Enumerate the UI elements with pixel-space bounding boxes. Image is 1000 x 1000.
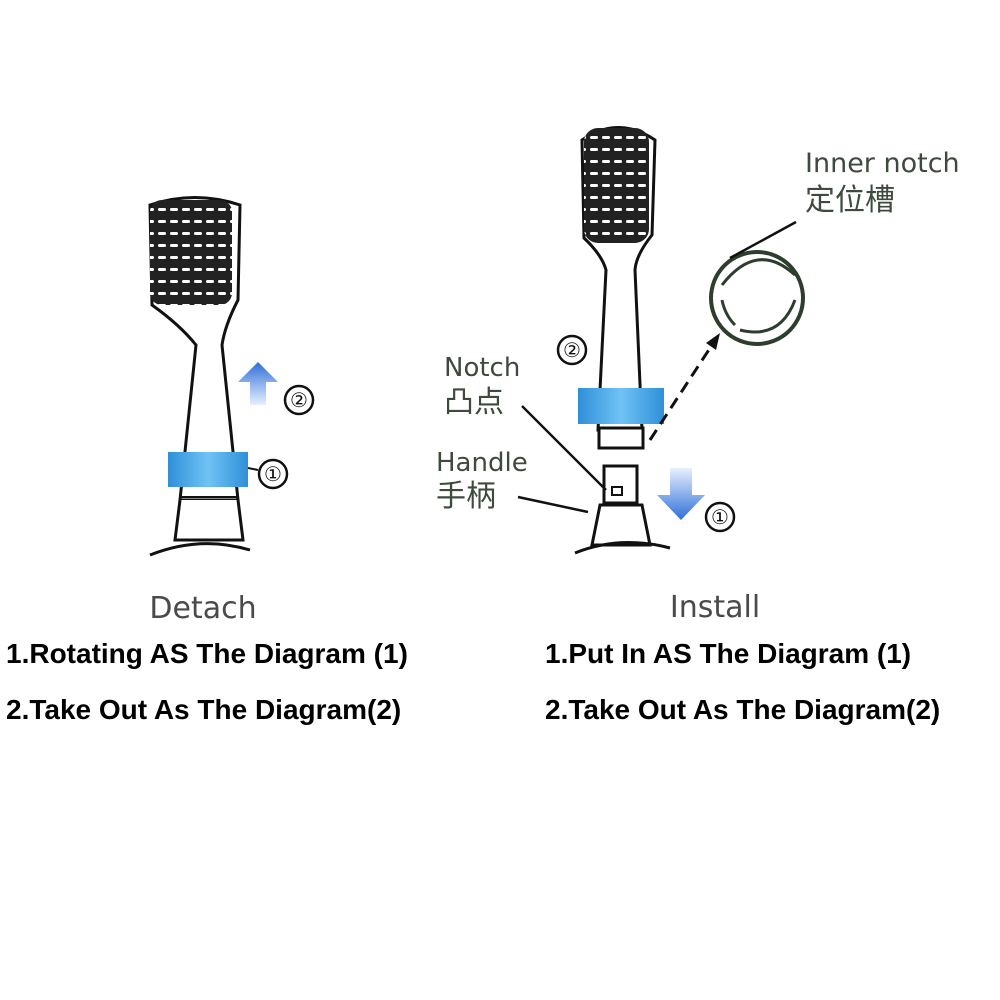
notch-leader	[521, 405, 607, 491]
notch-label-zh: 凸点	[444, 385, 504, 420]
svg-text:②: ②	[290, 388, 308, 412]
arrow-up-icon	[238, 362, 278, 405]
install-toothbrush	[574, 126, 671, 555]
inner-notch-leader	[729, 220, 797, 260]
inner-notch-label-zh: 定位槽	[805, 183, 895, 218]
inner-notch-ring-icon	[709, 250, 805, 346]
arrowhead-icon	[706, 333, 720, 350]
detach-toothbrush	[148, 196, 251, 557]
notch-label: Notch	[444, 353, 520, 383]
svg-text:②: ②	[563, 338, 581, 362]
step-1-marker-detach: ①	[247, 458, 289, 490]
bristles-icon	[150, 200, 232, 305]
svg-text:①: ①	[711, 505, 729, 529]
handle-label: Handle	[436, 448, 528, 478]
install-ring	[578, 388, 664, 424]
detach-instruction-1: 1.Rotating AS The Diagram (1)	[6, 638, 408, 669]
install-instruction-2: 2.Take Out As The Diagram(2)	[545, 694, 941, 725]
inner-notch-label: Inner notch	[805, 148, 960, 179]
bristles-icon	[584, 128, 649, 243]
step-2-marker-detach: ②	[283, 384, 315, 416]
install-instruction-1: 1.Put In AS The Diagram (1)	[545, 638, 912, 669]
detach-instruction-2: 2.Take Out As The Diagram(2)	[6, 694, 402, 725]
arrow-down-icon	[657, 468, 705, 520]
handle-label-zh: 手柄	[436, 479, 496, 514]
svg-text:①: ①	[264, 462, 282, 486]
step-2-marker-install: ②	[556, 334, 588, 366]
handle-leader	[517, 495, 589, 514]
detach-title: Detach	[149, 591, 256, 626]
twist-ring	[168, 452, 248, 487]
install-title: Install	[670, 590, 760, 625]
step-1-marker-install: ①	[704, 501, 736, 533]
